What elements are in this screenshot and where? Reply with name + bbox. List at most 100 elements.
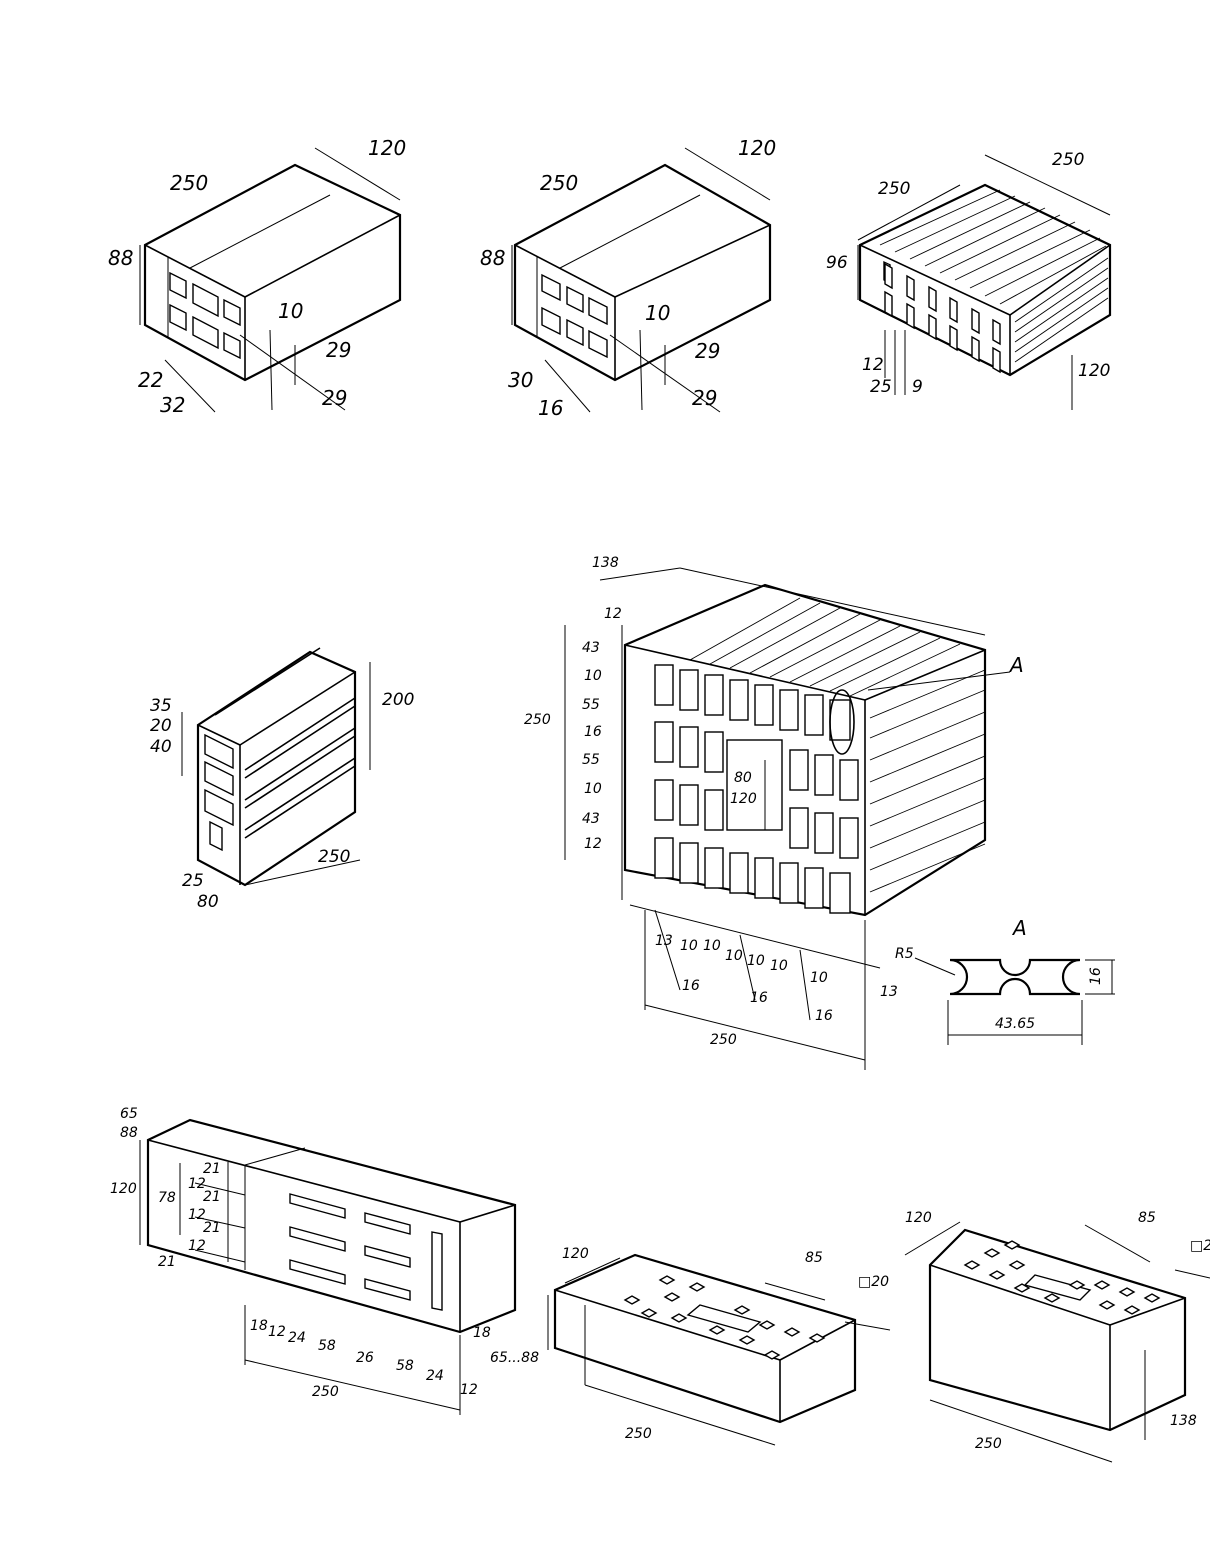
block-e-dim-10-f: 10 xyxy=(747,953,765,969)
block-d-dim-40: 40 xyxy=(150,737,172,757)
brick-g-dim-120: 120 xyxy=(562,1246,589,1262)
brick-a-dim-32: 32 xyxy=(160,393,185,417)
block-f-dim-58-a: 58 xyxy=(318,1338,336,1354)
block-e-dim-10-h: 10 xyxy=(810,970,828,986)
detail-a-height: 16 xyxy=(1088,967,1104,985)
block-e-dim-80: 80 xyxy=(734,770,752,786)
block-e-dim-13-right: 13 xyxy=(880,984,898,1000)
block-d-dim-200: 200 xyxy=(382,690,414,710)
brick-g-dim-85: 85 xyxy=(805,1250,823,1266)
block-e-dim-138: 138 xyxy=(592,555,619,571)
block-f-dim-12-e: 12 xyxy=(460,1382,478,1398)
brick-b-dim-29-bottom: 29 xyxy=(692,386,717,410)
block-f-drawing: 65 88 120 78 21 12 21 12 21 12 21 18 12 … xyxy=(110,1106,517,1415)
brick-h-perforations xyxy=(963,1240,1161,1315)
block-f-dim-65: 65 xyxy=(120,1106,138,1122)
brick-h-drawing: 120 85 □2 138 250 xyxy=(904,1210,1210,1463)
brick-h-dim-square-2: □2 xyxy=(1190,1238,1210,1254)
block-e-dim-10-b: 10 xyxy=(584,781,602,797)
brick-b-dim-29-top: 29 xyxy=(695,339,720,363)
block-f-dim-21-c: 21 xyxy=(203,1220,221,1236)
block-e-dim-10-g: 10 xyxy=(770,958,788,974)
block-e-dim-12-top: 12 xyxy=(604,606,622,622)
brick-b-dim-30: 30 xyxy=(508,368,533,392)
block-f-dim-58-b: 58 xyxy=(396,1358,414,1374)
block-e-dim-10-a: 10 xyxy=(584,668,602,684)
brick-b-dim-250: 250 xyxy=(540,171,578,195)
brick-a-dim-29-bottom: 29 xyxy=(322,386,347,410)
block-f-dim-21-b: 21 xyxy=(203,1189,221,1205)
block-e-dim-43-bottom: 43 xyxy=(582,811,600,827)
block-e-dim-13-left: 13 xyxy=(655,933,673,949)
brick-c-dim-120: 120 xyxy=(1078,361,1110,381)
block-e-cell-grid xyxy=(654,664,859,914)
brick-b-dim-120: 120 xyxy=(738,136,776,160)
block-e-dim-250-length: 250 xyxy=(710,1032,737,1048)
detail-a-width: 43.65 xyxy=(995,1016,1035,1032)
brick-c-dim-25: 25 xyxy=(870,377,892,397)
brick-a-dim-250: 250 xyxy=(170,171,208,195)
block-f-dim-88: 88 xyxy=(120,1125,138,1141)
brick-c-drawing: 250 250 96 120 12 25 9 xyxy=(826,150,1112,410)
block-f-dim-12-d: 12 xyxy=(268,1324,286,1340)
block-f-dim-21-a: 21 xyxy=(203,1161,221,1177)
brick-b-drawing: 250 120 88 10 29 29 30 16 xyxy=(480,136,776,420)
brick-g-perforations xyxy=(623,1275,826,1360)
brick-g-dim-square-20: □20 xyxy=(858,1274,889,1290)
block-e-callout-a: A xyxy=(1008,653,1024,677)
block-d-drawing: 35 20 40 200 25 80 250 xyxy=(150,647,414,912)
block-e-side-ribs xyxy=(869,669,986,893)
block-e-top-ribs xyxy=(689,597,961,697)
brick-g-dim-250: 250 xyxy=(625,1426,652,1442)
block-f-dim-21-d: 21 xyxy=(158,1254,176,1270)
block-d-dim-80: 80 xyxy=(197,892,219,912)
block-e-dim-16-b: 16 xyxy=(750,990,768,1006)
block-e-detail-a: A R5 43.65 16 xyxy=(895,916,1115,1045)
brick-c-dim-250-left: 250 xyxy=(878,179,910,199)
block-e-dim-10-d: 10 xyxy=(703,938,721,954)
brick-c-dim-250-top: 250 xyxy=(1052,150,1084,170)
block-e-dim-10-e: 10 xyxy=(725,948,743,964)
brick-g-drawing: 120 85 □20 65...88 250 xyxy=(490,1246,891,1446)
brick-h-dim-250: 250 xyxy=(975,1436,1002,1452)
brick-a-dim-88: 88 xyxy=(108,246,133,270)
brick-b-dim-88: 88 xyxy=(480,246,505,270)
block-f-dim-250: 250 xyxy=(312,1384,339,1400)
brick-c-top-hatching xyxy=(879,189,1107,305)
block-e-dim-16-c: 16 xyxy=(815,1008,833,1024)
brick-a-dim-29-top: 29 xyxy=(326,338,351,362)
brick-c-dim-9: 9 xyxy=(912,377,923,397)
block-d-dim-20: 20 xyxy=(150,716,172,736)
brick-a-dim-22: 22 xyxy=(138,368,163,392)
brick-h-dim-85: 85 xyxy=(1138,1210,1156,1226)
block-e-dim-10-c: 10 xyxy=(680,938,698,954)
block-d-dim-25: 25 xyxy=(182,871,204,891)
block-d-dim-250: 250 xyxy=(318,847,350,867)
block-f-dim-12-a: 12 xyxy=(188,1176,206,1192)
brick-h-dim-138: 138 xyxy=(1170,1413,1197,1429)
detail-a-title: A xyxy=(1011,916,1027,940)
block-f-dim-24-a: 24 xyxy=(288,1330,306,1346)
block-f-dim-120: 120 xyxy=(110,1181,137,1197)
brick-c-dim-12: 12 xyxy=(862,355,884,375)
brick-h-dim-120: 120 xyxy=(905,1210,932,1226)
block-f-dim-12-c: 12 xyxy=(188,1238,206,1254)
block-f-dim-12-b: 12 xyxy=(188,1207,206,1223)
brick-g-dim-65-88: 65...88 xyxy=(490,1350,539,1366)
block-e-drawing: 138 12 43 10 55 16 55 10 43 12 250 80 12… xyxy=(524,555,1115,1070)
brick-b-dim-16: 16 xyxy=(538,396,563,420)
detail-a-radius: R5 xyxy=(895,946,914,962)
block-f-dim-78: 78 xyxy=(158,1190,176,1206)
brick-c-side-hatching xyxy=(1014,257,1109,363)
brick-a-dim-120: 120 xyxy=(368,136,406,160)
block-f-dim-26: 26 xyxy=(356,1350,374,1366)
block-d-dim-35: 35 xyxy=(150,696,172,716)
block-e-dim-55-b: 55 xyxy=(582,752,600,768)
brick-c-dim-96: 96 xyxy=(826,253,848,273)
block-e-dim-250-height: 250 xyxy=(524,712,551,728)
brick-b-dim-10: 10 xyxy=(645,301,670,325)
block-e-dim-16-a: 16 xyxy=(682,978,700,994)
block-e-dim-43-top: 43 xyxy=(582,640,600,656)
block-e-dim-55-a: 55 xyxy=(582,697,600,713)
